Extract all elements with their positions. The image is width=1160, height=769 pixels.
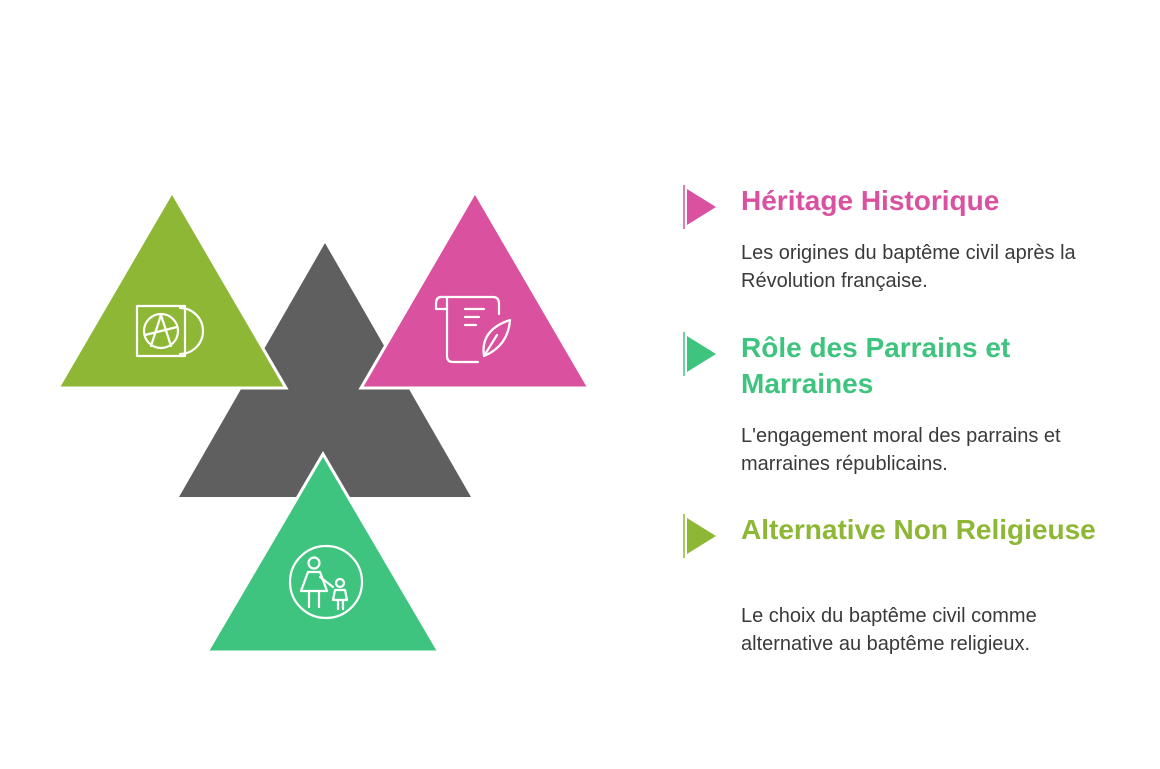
lime-triangle: [55, 189, 289, 390]
item-description: L'engagement moral des parrains et marra…: [741, 425, 1061, 475]
triangle-marker-icon: [683, 514, 719, 558]
triangle-diagram: [55, 189, 592, 654]
pink-triangle: [358, 189, 592, 390]
triangle-marker-icon: [683, 185, 719, 229]
triangle-marker-icon: [683, 332, 719, 376]
green-triangle: [204, 451, 442, 654]
item-description: Les origines du baptême civil après la R…: [741, 242, 1076, 292]
adult-child-icon: [288, 544, 364, 620]
scroll-quill-icon: [434, 295, 512, 364]
item-description: Le choix du baptême civil comme alternat…: [741, 605, 1037, 655]
item-title: Alternative Non Religieuse: [741, 514, 1096, 545]
item-title: Rôle des Parrains et Marraines: [741, 332, 1011, 399]
item-title: Héritage Historique: [741, 185, 1000, 216]
center-triangle: [179, 243, 471, 497]
anarchy-album-icon: [135, 304, 205, 358]
